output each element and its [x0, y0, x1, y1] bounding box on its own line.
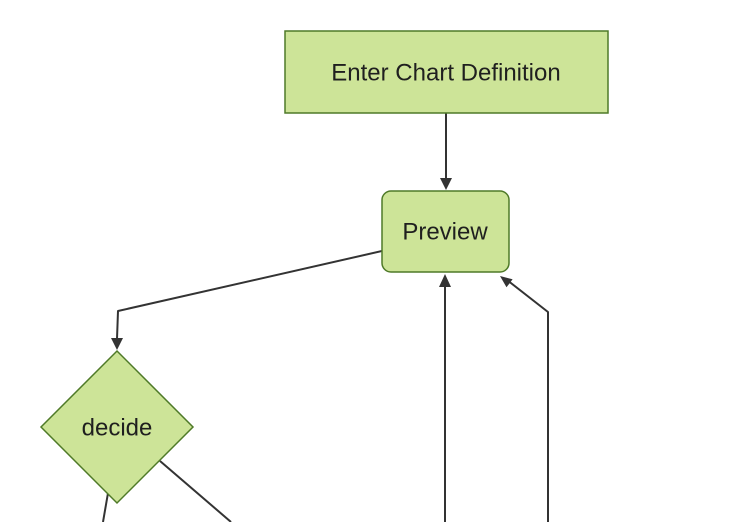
arrowhead-enter-to-preview — [440, 178, 452, 190]
arrowhead-bottom-to-preview — [439, 274, 451, 287]
node-label-decide: decide — [82, 415, 153, 442]
edge-decide-to-offscreen-right — [159, 460, 232, 522]
node-decide — [39, 349, 195, 505]
arrowhead-preview-to-decide — [111, 338, 123, 350]
node-label-preview: Preview — [402, 219, 488, 246]
node-preview — [381, 190, 510, 273]
arrowhead-bottom-right-to-preview — [500, 276, 513, 288]
node-label-enter-chart-definition: Enter Chart Definition — [331, 60, 560, 87]
edge-preview-to-decide — [116, 250, 383, 340]
node-enter-chart-definition — [284, 30, 609, 114]
edge-decide-to-offscreen-left — [102, 492, 109, 522]
edge-bottom-right-to-preview — [506, 279, 549, 522]
